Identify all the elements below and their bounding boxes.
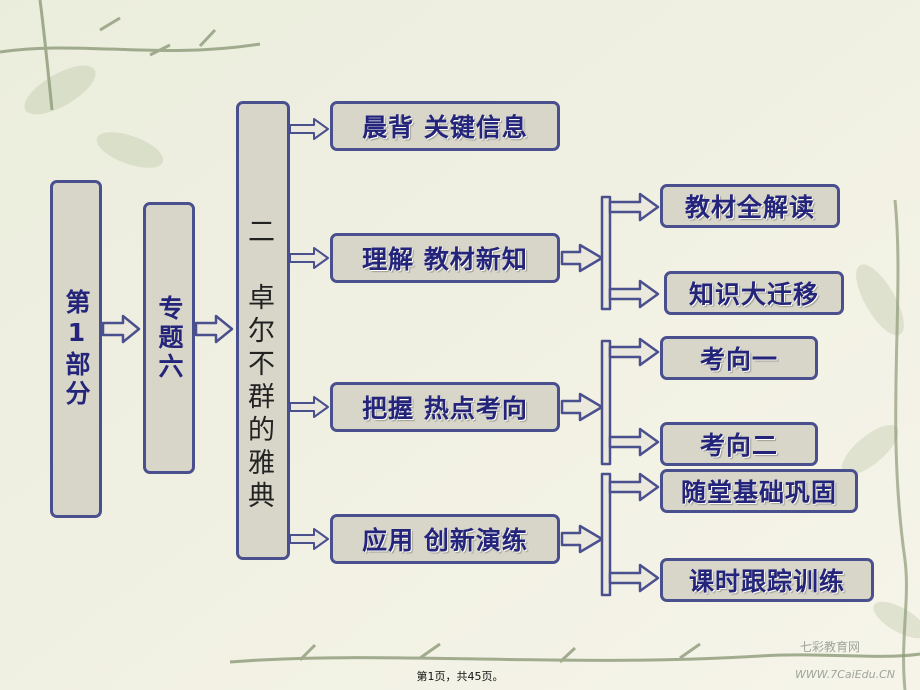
sub-item-direction-one[interactable]: 考向一 (660, 336, 818, 380)
vine-top (0, 0, 261, 111)
sub-item-label: 考向二 (699, 431, 778, 460)
connector-branch2 (560, 192, 660, 311)
branch-hot-topics[interactable]: 把握 热点考向 (330, 382, 560, 432)
vine-right (893, 199, 908, 690)
branch-label: 把握 热点考向 (362, 394, 528, 423)
branch-understand-textbook[interactable]: 理解 教材新知 (330, 233, 560, 283)
topic-box[interactable]: 专题六 (143, 202, 195, 474)
sub-item-knowledge-transfer[interactable]: 知识大迁移 (664, 271, 844, 315)
sub-item-label: 考向一 (699, 345, 778, 374)
vine-bottom (229, 642, 920, 664)
leaf-decoration (24, 65, 920, 639)
branch-label: 应用 创新演练 (362, 526, 528, 555)
sub-item-label: 课时跟踪训练 (688, 567, 845, 596)
topic-label: 专题六 (155, 294, 184, 382)
part-box[interactable]: 第1部分 (50, 180, 102, 518)
branch-label: 理解 教材新知 (362, 245, 528, 274)
sub-item-textbook-interpretation[interactable]: 教材全解读 (660, 184, 840, 228)
part-label: 第1部分 (62, 289, 91, 409)
chapter-label: 二 卓尔不群的雅典 (243, 217, 274, 514)
watermark-site-name: 七彩教育网 (800, 640, 861, 654)
watermark-url: WWW.7CaiEdu.CN (795, 668, 896, 681)
sub-item-label: 知识大迁移 (688, 280, 819, 309)
connector-branch4 (560, 472, 660, 597)
sub-item-direction-two[interactable]: 考向二 (660, 422, 818, 466)
branch-label: 晨背 关键信息 (362, 113, 528, 142)
branch-apply-innovate[interactable]: 应用 创新演练 (330, 514, 560, 564)
page-info: 第1页，共45页。 (416, 670, 504, 683)
sub-item-class-consolidation[interactable]: 随堂基础巩固 (660, 469, 858, 513)
branch-morning-recite[interactable]: 晨背 关键信息 (330, 101, 560, 151)
sub-item-label: 随堂基础巩固 (680, 478, 837, 507)
sub-item-label: 教材全解读 (684, 193, 815, 222)
chapter-box[interactable]: 二 卓尔不群的雅典 (236, 101, 290, 560)
connector-branch3 (560, 337, 660, 466)
sub-item-tracking-exercise[interactable]: 课时跟踪训练 (660, 558, 874, 602)
